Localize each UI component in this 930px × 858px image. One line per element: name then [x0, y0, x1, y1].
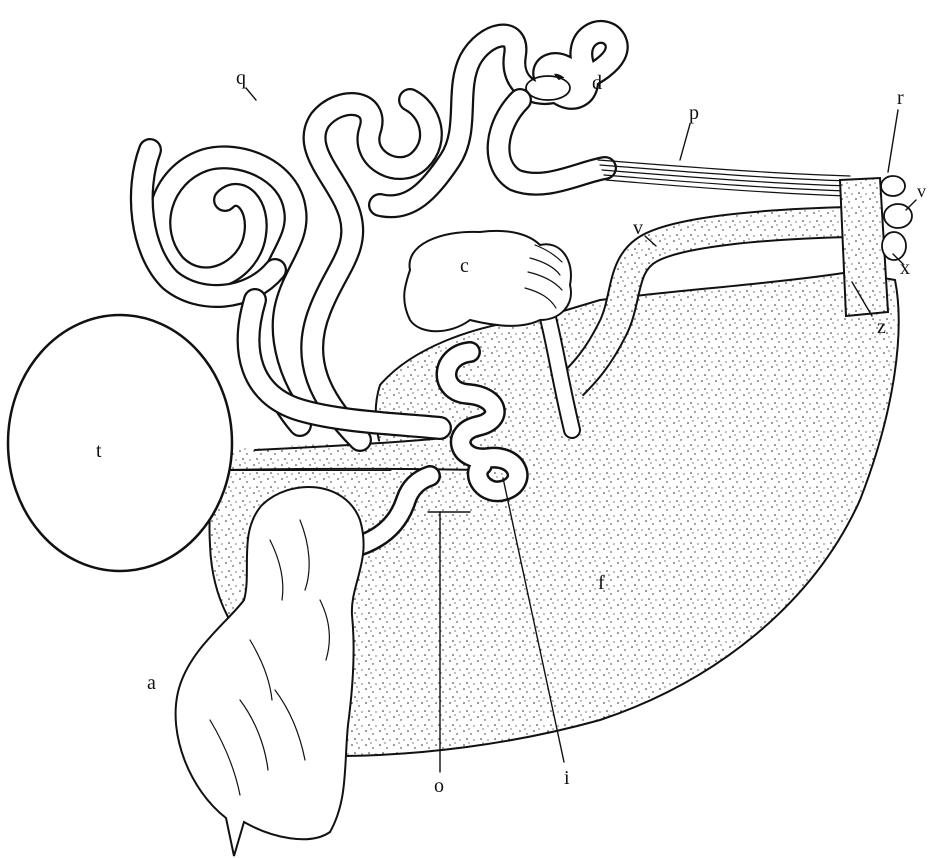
label-c: c — [460, 255, 469, 277]
leader-p — [680, 124, 690, 160]
band-z — [840, 178, 888, 316]
label-v-right: v — [917, 181, 926, 201]
label-z: z — [877, 316, 886, 338]
label-p: p — [689, 102, 699, 124]
label-v: v — [633, 217, 643, 239]
label-x: x — [900, 257, 910, 279]
label-o: o — [434, 775, 444, 797]
fiber-strand-5 — [606, 180, 850, 196]
label-a: a — [147, 672, 156, 694]
leader-r — [888, 110, 898, 172]
label-f: f — [598, 572, 605, 594]
duct-lower-line — [228, 469, 485, 470]
sac-a — [176, 487, 364, 856]
terminal-knobs — [881, 176, 912, 260]
vertical-band-z — [840, 178, 888, 316]
oval-structure-t — [8, 315, 232, 571]
fiber-bundle-p — [598, 160, 850, 196]
label-r: r — [897, 87, 904, 109]
knob-r — [881, 176, 905, 196]
label-t: t — [96, 440, 102, 462]
sac-a-body — [176, 487, 364, 856]
c-body — [404, 231, 571, 331]
leader-v-right — [906, 200, 916, 210]
leader-q — [246, 88, 256, 100]
label-i: i — [564, 767, 570, 789]
label-q: q — [236, 67, 246, 89]
label-d: d — [592, 72, 602, 94]
